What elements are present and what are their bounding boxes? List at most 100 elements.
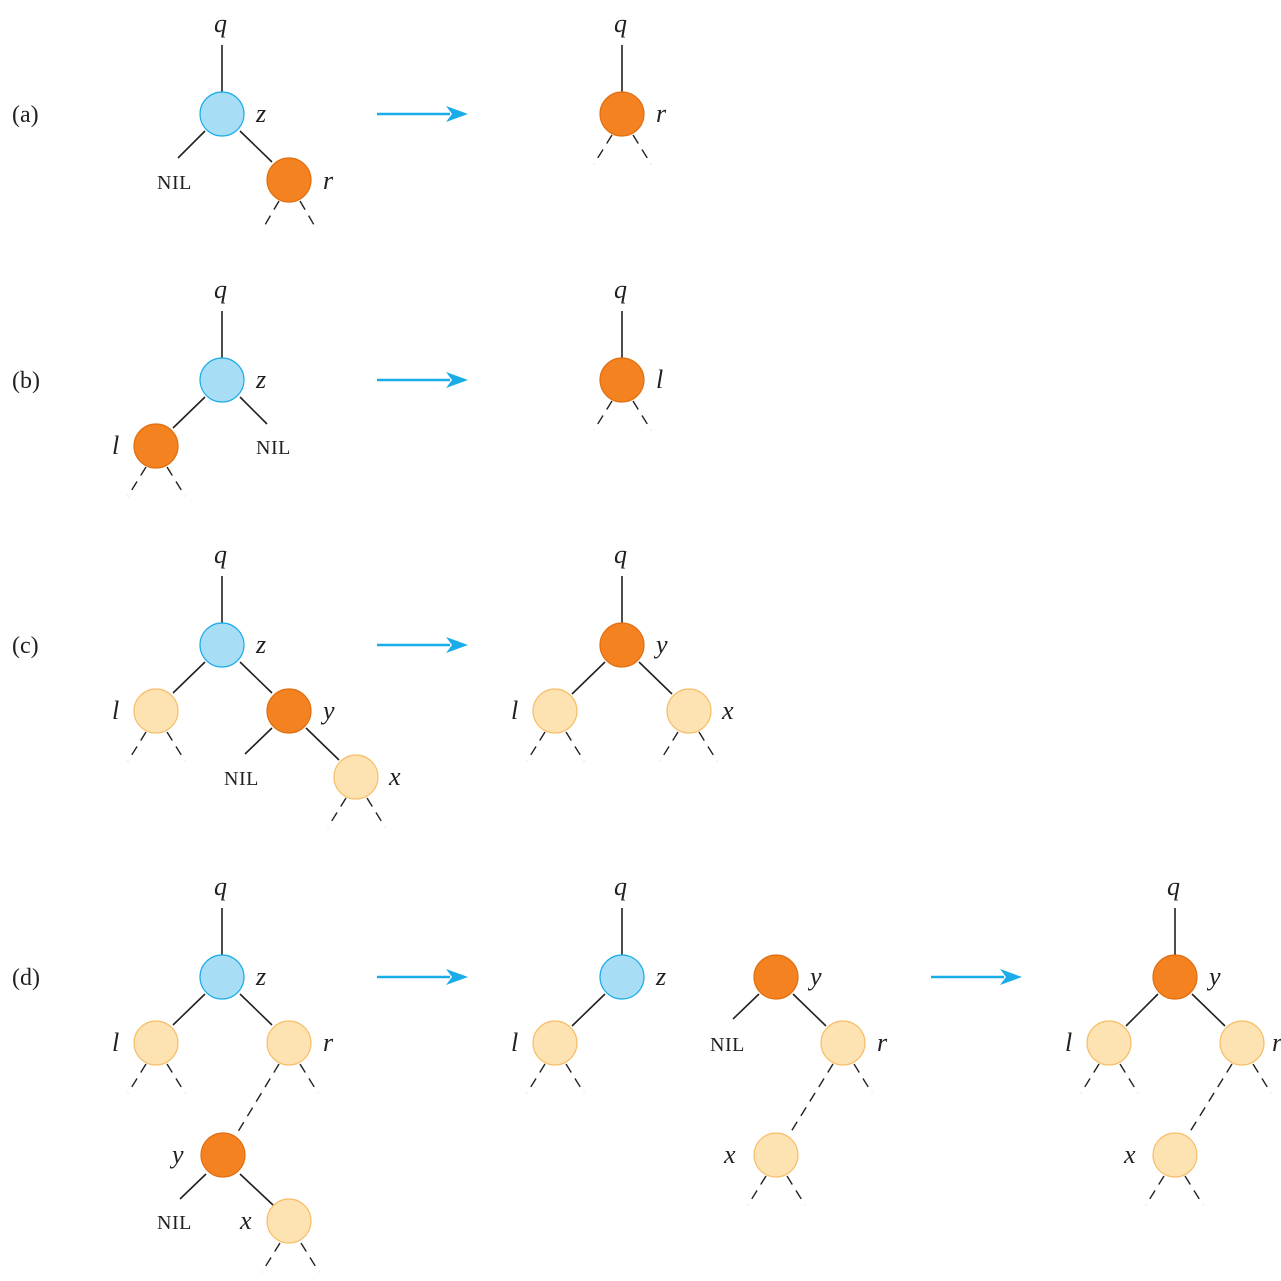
label-z: z <box>255 365 266 394</box>
path-to-successor <box>788 1063 834 1136</box>
subtree-edge <box>698 731 718 762</box>
arrow-head <box>1000 969 1022 985</box>
edge <box>244 727 273 755</box>
subtree-edge <box>261 200 280 231</box>
node-l <box>1086 1020 1132 1066</box>
edge <box>172 661 206 694</box>
label-l: l <box>112 431 119 460</box>
label-x: x <box>239 1206 252 1235</box>
edge <box>177 130 206 159</box>
subtree-edge <box>659 731 679 762</box>
edge <box>305 727 340 761</box>
node-x <box>266 1198 312 1244</box>
subtree-edge <box>632 400 652 431</box>
node-z <box>199 622 245 668</box>
node-y <box>753 954 799 1000</box>
subtree-edge <box>366 797 386 828</box>
edge <box>239 661 273 694</box>
subtree-edge <box>327 797 347 828</box>
arrow-head <box>446 637 468 653</box>
subtree-edge <box>1145 1175 1165 1206</box>
case-caption-c: (c) <box>12 633 39 659</box>
edge <box>732 993 760 1020</box>
subtree-edge <box>299 200 318 231</box>
node-x <box>666 688 712 734</box>
subtree-edge <box>526 731 546 762</box>
label-z: z <box>255 99 266 128</box>
node-x <box>753 1132 799 1178</box>
subtree-edge <box>1080 1063 1100 1094</box>
subtree-edge <box>747 1175 767 1206</box>
case-d: (d) q z l r y NIL x q z l <box>12 872 1281 1273</box>
edge <box>638 661 673 695</box>
node-l <box>133 688 179 734</box>
label-l: l <box>656 365 663 394</box>
subtree-edge <box>853 1063 873 1094</box>
node-x <box>333 754 379 800</box>
edge <box>239 396 268 425</box>
edge <box>1125 993 1159 1027</box>
arrow-head <box>446 372 468 388</box>
subtree-edge <box>1119 1063 1139 1094</box>
label-l: l <box>112 1028 119 1057</box>
node-z <box>199 357 245 403</box>
node-y <box>266 688 312 734</box>
label-x: x <box>388 762 401 791</box>
label-y: y <box>1206 962 1221 991</box>
node-y <box>1152 954 1198 1000</box>
label-nil: NIL <box>256 437 291 459</box>
node-r <box>266 1020 312 1066</box>
label-z: z <box>255 962 266 991</box>
label-z: z <box>655 962 666 991</box>
label-z: z <box>255 630 266 659</box>
case-a: (a) q z NIL r q r <box>12 9 667 231</box>
edge <box>179 1173 207 1200</box>
label-y: y <box>807 962 822 991</box>
label-x: x <box>1123 1140 1136 1169</box>
label-x: x <box>723 1140 736 1169</box>
case-caption-b: (b) <box>12 368 40 394</box>
node-l <box>133 423 179 469</box>
label-y: y <box>169 1140 184 1169</box>
node-l <box>133 1020 179 1066</box>
node-r <box>266 157 312 203</box>
subtree-edge <box>786 1175 806 1206</box>
path-to-successor <box>1187 1063 1233 1136</box>
subtree-edge <box>127 731 147 762</box>
node-y <box>599 622 645 668</box>
label-r: r <box>323 1028 334 1057</box>
label-r: r <box>1272 1028 1281 1057</box>
label-l: l <box>1065 1028 1072 1057</box>
label-nil: NIL <box>157 172 192 194</box>
edge <box>239 130 273 163</box>
node-r <box>599 91 645 137</box>
node-z <box>599 954 645 1000</box>
edge <box>571 661 606 695</box>
label-q: q <box>214 872 227 901</box>
label-l: l <box>112 696 119 725</box>
case-caption-a: (a) <box>12 102 39 128</box>
node-y <box>200 1132 246 1178</box>
label-q: q <box>614 275 627 304</box>
arrow-head <box>446 106 468 122</box>
node-z <box>199 954 245 1000</box>
edge <box>172 396 206 429</box>
label-q: q <box>214 9 227 38</box>
subtree-edge <box>565 731 585 762</box>
subtree-edge <box>526 1063 546 1094</box>
label-l: l <box>511 1028 518 1057</box>
subtree-edge <box>1252 1063 1272 1094</box>
label-nil: NIL <box>157 1212 192 1234</box>
subtree-edge <box>127 466 147 497</box>
label-q: q <box>614 540 627 569</box>
label-x: x <box>721 696 734 725</box>
label-r: r <box>323 166 334 195</box>
path-to-successor <box>235 1063 280 1136</box>
label-nil: NIL <box>224 768 259 790</box>
subtree-edge <box>632 134 652 165</box>
node-l <box>532 688 578 734</box>
label-r: r <box>877 1028 888 1057</box>
edge <box>172 993 206 1026</box>
